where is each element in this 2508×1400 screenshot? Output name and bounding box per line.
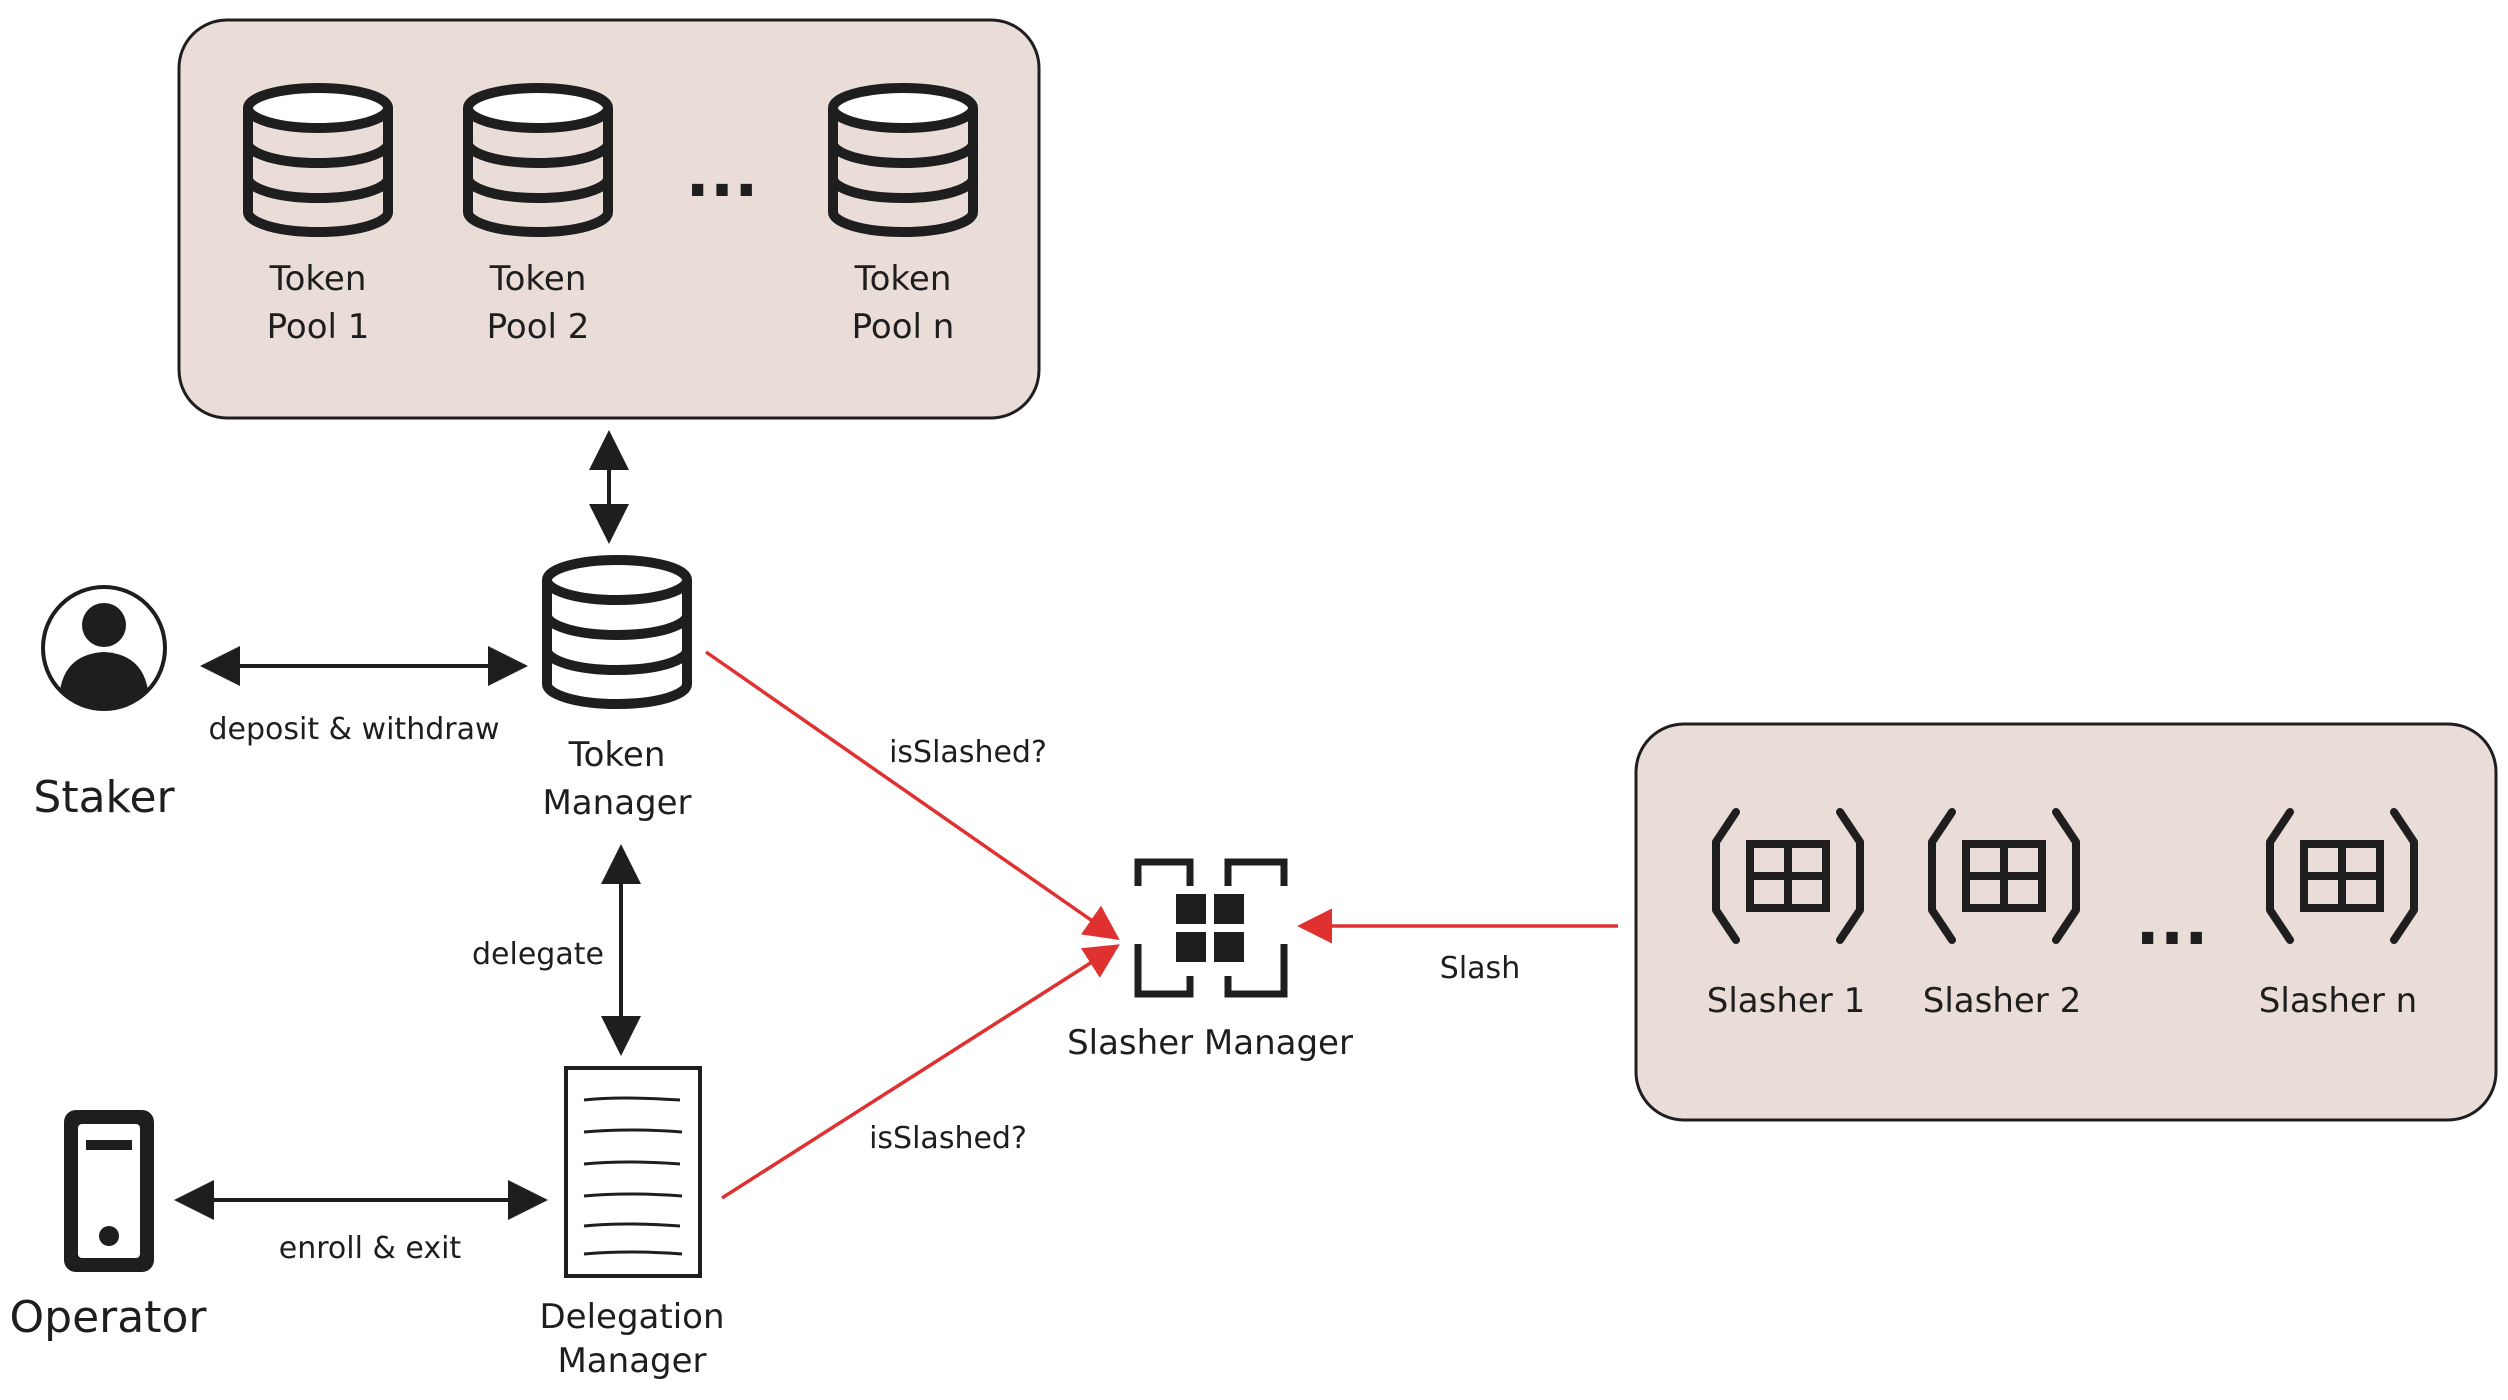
delegation-manager-node: Delegation Manager: [539, 1066, 725, 1381]
token-pools-ellipsis: ...: [686, 138, 759, 212]
delegation-manager-line2: Manager: [557, 1341, 706, 1381]
slashers-ellipsis: ...: [2136, 886, 2209, 960]
slasher-n: Slasher n: [2259, 812, 2417, 1021]
is-slashed-bottom-label: isSlashed?: [869, 1121, 1027, 1156]
slasher-1-label: Slasher 1: [1707, 981, 1865, 1021]
token-manager-line1: Token: [568, 735, 666, 775]
slasher-2: Slasher 2: [1923, 812, 2081, 1021]
operator-node: Operator: [10, 1110, 208, 1343]
token-pool-n: Token Pool n: [833, 88, 973, 347]
token-manager-node: Token Manager: [542, 560, 691, 823]
token-pool-2: Token Pool 2: [468, 88, 608, 347]
token-pool-n-line1: Token: [854, 259, 952, 299]
grid-scan-icon: [1134, 858, 1288, 998]
server-tower-icon: [64, 1110, 154, 1272]
slasher-1: Slasher 1: [1707, 812, 1865, 1021]
operator-label: Operator: [10, 1292, 208, 1343]
slash-label: Slash: [1440, 951, 1520, 986]
slasher-2-label: Slasher 2: [1923, 981, 2081, 1021]
slasher-manager-label: Slasher Manager: [1067, 1023, 1353, 1063]
delegate-label: delegate: [472, 937, 604, 972]
token-pool-1-line1: Token: [269, 259, 367, 299]
token-manager-line2: Manager: [542, 783, 691, 823]
token-pool-2-line2: Pool 2: [487, 307, 590, 347]
token-pool-2-line1: Token: [489, 259, 587, 299]
deposit-withdraw-label: deposit & withdraw: [208, 712, 499, 747]
enroll-exit-label: enroll & exit: [279, 1231, 462, 1266]
staker-label: Staker: [33, 772, 175, 823]
token-pool-1: Token Pool 1: [248, 88, 388, 347]
delegation-manager-is-slashed-arrow: [721, 944, 1120, 1200]
token-pool-n-line2: Pool n: [852, 307, 955, 347]
token-pool-1-line2: Pool 1: [267, 307, 370, 347]
staker-node: Staker: [33, 585, 176, 823]
slasher-n-label: Slasher n: [2259, 981, 2417, 1021]
user-avatar-icon: [41, 585, 167, 711]
is-slashed-top-label: isSlashed?: [889, 735, 1047, 770]
document-icon: [564, 1066, 702, 1278]
token-manager-is-slashed-arrow: [705, 650, 1120, 940]
delegation-manager-line1: Delegation: [539, 1297, 724, 1337]
slasher-manager-node: Slasher Manager: [1067, 858, 1353, 1063]
database-icon: [547, 560, 687, 704]
